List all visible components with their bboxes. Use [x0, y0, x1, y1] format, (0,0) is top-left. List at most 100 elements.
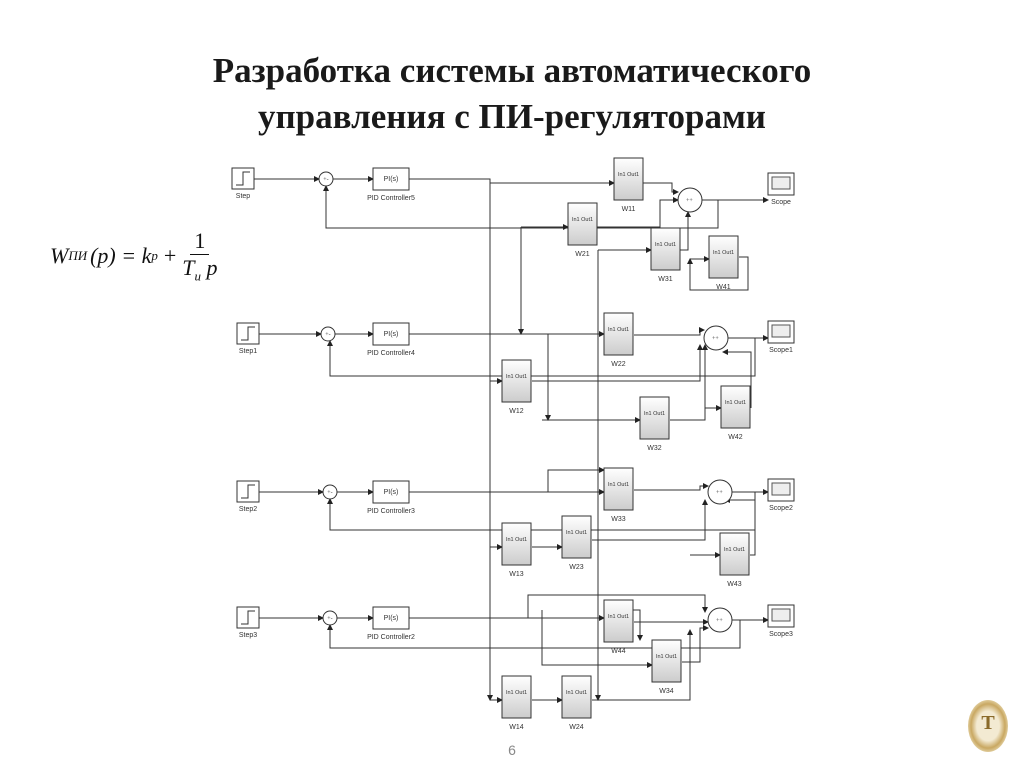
wires [254, 176, 769, 703]
signal-wire [327, 620, 741, 649]
blocks: Step+-PI(s)PID Controller5ScopeStep1+-PI… [231, 157, 795, 731]
sum-plus-signs: ++ [716, 618, 723, 624]
subsystem-label: W13 [509, 571, 524, 578]
subsystem-label: W44 [611, 648, 626, 655]
subsystem-ports: In1 Out1 [566, 690, 587, 696]
formula-kp-sub: p [151, 248, 158, 264]
formula-w: W [50, 243, 69, 269]
sum-signs: +- [323, 177, 328, 183]
output-sum-block[interactable] [707, 479, 733, 505]
subsystem-label: W42 [728, 434, 743, 441]
subsystem-label: W33 [611, 516, 626, 523]
output-sum-block[interactable] [703, 325, 729, 351]
signal-wire [409, 178, 615, 186]
formula-denominator: Tи p [182, 255, 218, 284]
subsystem-block[interactable] [567, 202, 598, 246]
signal-wire [532, 344, 703, 382]
sum-signs: +- [327, 490, 332, 496]
subsystem-label: W22 [611, 361, 626, 368]
pid-block-text: PI(s) [384, 489, 399, 496]
pid-controller-block[interactable] [372, 480, 410, 504]
subsystem-label: W32 [647, 445, 662, 452]
step-block[interactable] [236, 480, 260, 503]
subsystem-ports: In1 Out1 [506, 374, 527, 380]
step-label: Step2 [239, 506, 257, 513]
sum-block[interactable] [320, 326, 336, 342]
subsystem-block[interactable] [603, 312, 634, 356]
subsystem-label: W41 [716, 284, 731, 291]
formula-plus: + [163, 243, 177, 269]
subsystem-label: W43 [727, 581, 742, 588]
subsystem-label: W21 [575, 251, 590, 258]
sum-plus-signs: ++ [716, 490, 723, 496]
pid-controller-block[interactable] [372, 167, 410, 191]
pid-controller-label: PID Controller2 [367, 634, 415, 641]
subsystem-label: W24 [569, 724, 584, 731]
pid-block-text: PI(s) [384, 615, 399, 622]
signal-wire [642, 182, 679, 195]
subsystem-block[interactable] [603, 467, 634, 511]
formula-arg: (p) = k [90, 243, 152, 269]
subsystem-block[interactable] [561, 675, 592, 719]
signal-wire [687, 256, 749, 291]
subsystem-block[interactable] [501, 359, 532, 403]
signal-wire [541, 610, 653, 668]
subsystem-label: W31 [658, 276, 673, 283]
signal-wire [722, 349, 752, 408]
subsystem-block[interactable] [501, 522, 532, 566]
signal-wire [724, 497, 756, 556]
subsystem-ports: In1 Out1 [566, 530, 587, 536]
signal-wire [323, 185, 719, 229]
subsystem-block[interactable] [720, 385, 751, 429]
subsystem-block[interactable] [603, 599, 634, 643]
scope-label: Scope2 [769, 505, 793, 512]
subsystem-ports: In1 Out1 [608, 614, 629, 620]
step-label: Step3 [239, 632, 257, 639]
signal-wire [682, 625, 709, 663]
subsystem-ports: In1 Out1 [713, 250, 734, 256]
formula-sub: ПИ [68, 248, 88, 264]
sum-plus-signs: ++ [686, 198, 693, 204]
subsystem-block[interactable] [651, 639, 682, 683]
signal-wire [670, 344, 708, 421]
subsystem-ports: In1 Out1 [572, 217, 593, 223]
subsystem-block[interactable] [613, 157, 644, 201]
signal-wire [547, 467, 605, 492]
pid-controller-label: PID Controller3 [367, 508, 415, 515]
output-sum-block[interactable] [677, 187, 703, 213]
sum-block[interactable] [322, 484, 338, 500]
subsystem-ports: In1 Out1 [724, 547, 745, 553]
signal-wire [596, 197, 679, 228]
scope-label: Scope [771, 199, 791, 206]
subsystem-block[interactable] [639, 396, 670, 440]
signal-wire [592, 499, 708, 541]
signal-wire [527, 594, 708, 618]
subsystem-block[interactable] [561, 515, 592, 559]
step-block[interactable] [236, 322, 260, 345]
subsystem-label: W14 [509, 724, 524, 731]
pid-block-text: PI(s) [384, 176, 399, 183]
output-sum-block[interactable] [707, 607, 733, 633]
page-number: 6 [508, 742, 516, 758]
formula-numerator: 1 [190, 228, 210, 255]
subsystem-ports: In1 Out1 [608, 327, 629, 333]
formula-fraction: 1 Tи p [182, 228, 217, 284]
subsystem-label: W11 [622, 206, 636, 213]
sum-signs: +- [327, 616, 332, 622]
pid-controller-block[interactable] [372, 606, 410, 630]
university-emblem-icon: Т [968, 700, 1008, 752]
sum-block[interactable] [318, 171, 334, 187]
subsystem-label: W34 [659, 688, 674, 695]
subsystem-block[interactable] [650, 227, 681, 271]
subsystem-block[interactable] [708, 235, 739, 279]
step-label: Step1 [239, 348, 257, 355]
pid-controller-block[interactable] [372, 322, 410, 346]
subsystem-ports: In1 Out1 [608, 482, 629, 488]
subsystem-block[interactable] [501, 675, 532, 719]
sum-block[interactable] [322, 610, 338, 626]
step-block[interactable] [231, 167, 255, 190]
step-block[interactable] [236, 606, 260, 629]
subsystem-block[interactable] [719, 532, 750, 576]
subsystem-ports: In1 Out1 [618, 172, 639, 178]
